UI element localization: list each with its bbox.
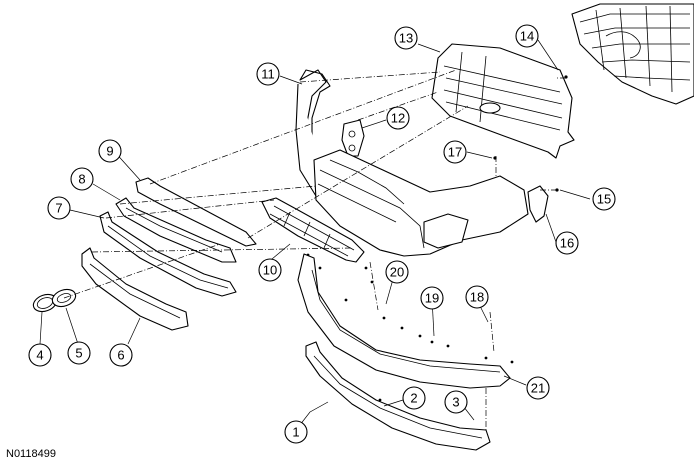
callout-2: 2 — [402, 386, 426, 410]
callout-2-label: 2 — [410, 391, 417, 406]
callout-9-label: 9 — [106, 144, 113, 159]
mounting-bracket — [341, 119, 365, 157]
callout-13: 13 — [394, 26, 418, 50]
callout-21: 21 — [526, 376, 550, 400]
callout-6-label: 6 — [117, 348, 124, 363]
callout-8: 8 — [70, 167, 94, 191]
callout-16: 16 — [555, 231, 579, 255]
vehicle-front-inset — [571, 3, 694, 105]
callout-11: 11 — [256, 62, 280, 86]
callout-18: 18 — [465, 285, 489, 309]
callout-3-label: 3 — [452, 395, 459, 410]
side-bracket — [527, 185, 549, 223]
callout-8-label: 8 — [78, 172, 85, 187]
trim-strip-8 — [115, 197, 237, 263]
callout-21-label: 21 — [531, 381, 545, 396]
callout-19-label: 19 — [425, 291, 439, 306]
callout-20: 20 — [385, 260, 409, 284]
upper-grille — [431, 43, 575, 159]
callout-10: 10 — [258, 258, 282, 282]
callout-5-label: 5 — [75, 346, 82, 361]
callout-20-label: 20 — [390, 265, 404, 280]
callout-3: 3 — [444, 390, 468, 414]
trim-strip-7 — [99, 211, 237, 297]
callout-16-label: 16 — [560, 236, 574, 251]
callout-7: 7 — [47, 196, 71, 220]
air-deflector — [305, 341, 491, 451]
callout-10-label: 10 — [263, 263, 277, 278]
callout-15: 15 — [592, 187, 616, 211]
callout-1: 1 — [284, 420, 308, 444]
callout-4-label: 4 — [36, 348, 43, 363]
alignment-lines — [63, 69, 566, 430]
callout-17: 17 — [443, 140, 467, 164]
callout-1-label: 1 — [292, 425, 299, 440]
callout-13-label: 13 — [399, 31, 413, 46]
lower-valance — [297, 253, 511, 389]
bumper-cover — [313, 149, 529, 257]
callout-5: 5 — [67, 341, 91, 365]
callout-12: 12 — [386, 106, 410, 130]
callout-4: 4 — [28, 343, 52, 367]
callout-12-label: 12 — [391, 111, 405, 126]
callout-18-label: 18 — [470, 290, 484, 305]
callout-15-label: 15 — [597, 192, 611, 207]
leader-lines — [39, 39, 591, 431]
callout-14: 14 — [515, 24, 539, 48]
callout-11-label: 11 — [261, 67, 275, 82]
callout-7-label: 7 — [55, 201, 62, 216]
trim-strip-6 — [81, 247, 189, 331]
callout-9: 9 — [98, 139, 122, 163]
figure-reference-code: N0118499 — [6, 448, 56, 460]
callout-6: 6 — [109, 343, 133, 367]
callout-17-label: 17 — [448, 145, 462, 160]
callout-14-label: 14 — [520, 29, 534, 44]
callout-19: 19 — [420, 286, 444, 310]
trim-strip-9 — [135, 177, 257, 247]
